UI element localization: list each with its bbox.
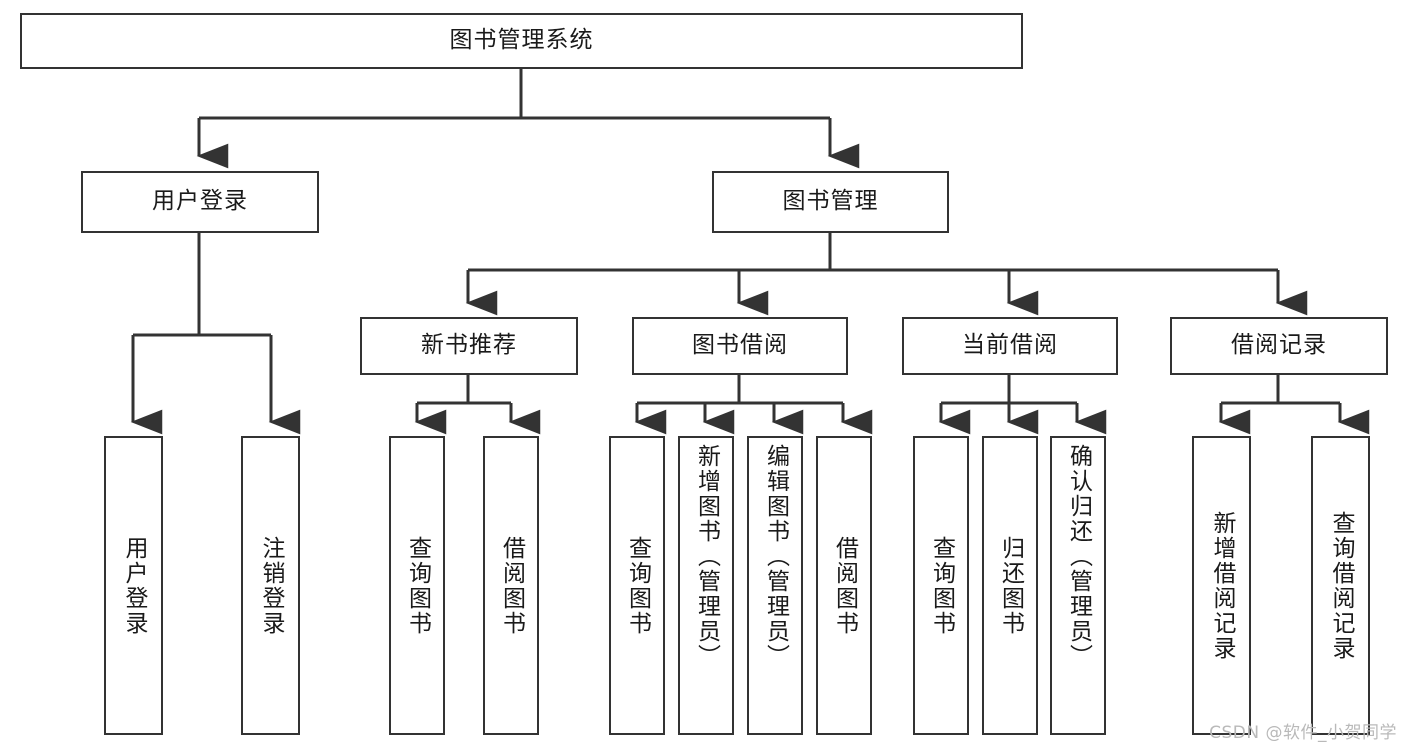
leaf-label: 查询图书 <box>404 535 431 636</box>
leaf-label: 确认归还（管理员） <box>1065 444 1092 669</box>
leaf-label: 查询图书 <box>928 535 955 636</box>
node-leaf-user-logout[interactable]: 注销登录 <box>241 436 300 735</box>
node-leaf-add-borrow-record[interactable]: 新增借阅记录 <box>1192 436 1251 735</box>
node-book-management[interactable]: 图书管理 <box>712 171 949 233</box>
leaf-label: 借阅图书 <box>831 535 858 636</box>
node-user-login[interactable]: 用户登录 <box>81 171 319 233</box>
node-leaf-query-borrow-record[interactable]: 查询借阅记录 <box>1311 436 1370 735</box>
node-leaf-borrow-book-recommend[interactable]: 借阅图书 <box>483 436 539 735</box>
leaf-label: 查询图书 <box>624 535 651 636</box>
node-borrow-record[interactable]: 借阅记录 <box>1170 317 1388 375</box>
node-leaf-query-book-recommend[interactable]: 查询图书 <box>389 436 445 735</box>
leaf-label: 编辑图书（管理员） <box>762 444 789 669</box>
node-leaf-confirm-return-admin[interactable]: 确认归还（管理员） <box>1050 436 1106 735</box>
node-leaf-add-book-admin[interactable]: 新增图书（管理员） <box>678 436 734 735</box>
node-leaf-edit-book-admin[interactable]: 编辑图书（管理员） <box>747 436 803 735</box>
node-leaf-query-book-borrow[interactable]: 查询图书 <box>609 436 665 735</box>
node-leaf-user-login[interactable]: 用户登录 <box>104 436 163 735</box>
leaf-label: 用户登录 <box>121 535 148 636</box>
node-root-system[interactable]: 图书管理系统 <box>20 13 1023 69</box>
leaf-label: 借阅图书 <box>498 535 525 636</box>
node-leaf-borrow-book[interactable]: 借阅图书 <box>816 436 872 735</box>
leaf-label: 归还图书 <box>997 535 1024 636</box>
leaf-label: 查询借阅记录 <box>1328 510 1355 661</box>
leaf-label: 新增借阅记录 <box>1209 510 1236 661</box>
leaf-label: 注销登录 <box>258 535 285 636</box>
node-leaf-query-book-current[interactable]: 查询图书 <box>913 436 969 735</box>
leaf-label: 新增图书（管理员） <box>693 444 720 669</box>
node-current-borrow[interactable]: 当前借阅 <box>902 317 1118 375</box>
node-leaf-return-book[interactable]: 归还图书 <box>982 436 1038 735</box>
node-book-borrow[interactable]: 图书借阅 <box>632 317 848 375</box>
node-new-book-recommend[interactable]: 新书推荐 <box>360 317 578 375</box>
